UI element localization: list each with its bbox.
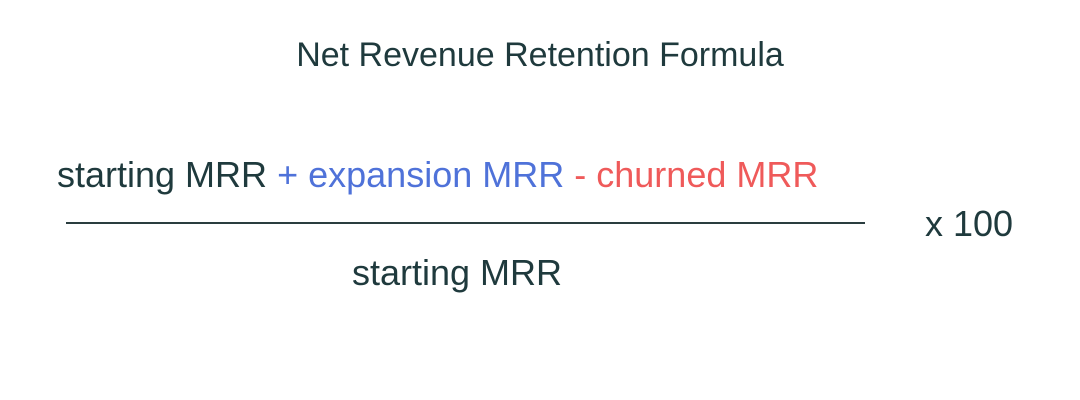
plus-operator: + (277, 154, 299, 195)
expansion-mrr-term: expansion MRR (308, 154, 565, 195)
starting-mrr-term: starting MRR (57, 154, 268, 195)
multiplier: x 100 (925, 203, 1014, 244)
churned-mrr-term: churned MRR (596, 154, 819, 195)
diagram-title: Net Revenue Retention Formula (296, 36, 784, 74)
minus-operator: - (574, 154, 587, 195)
numerator: starting MRR + expansion MRR - churned M… (57, 154, 818, 196)
fraction-line (66, 222, 865, 224)
denominator: starting MRR (352, 252, 563, 293)
